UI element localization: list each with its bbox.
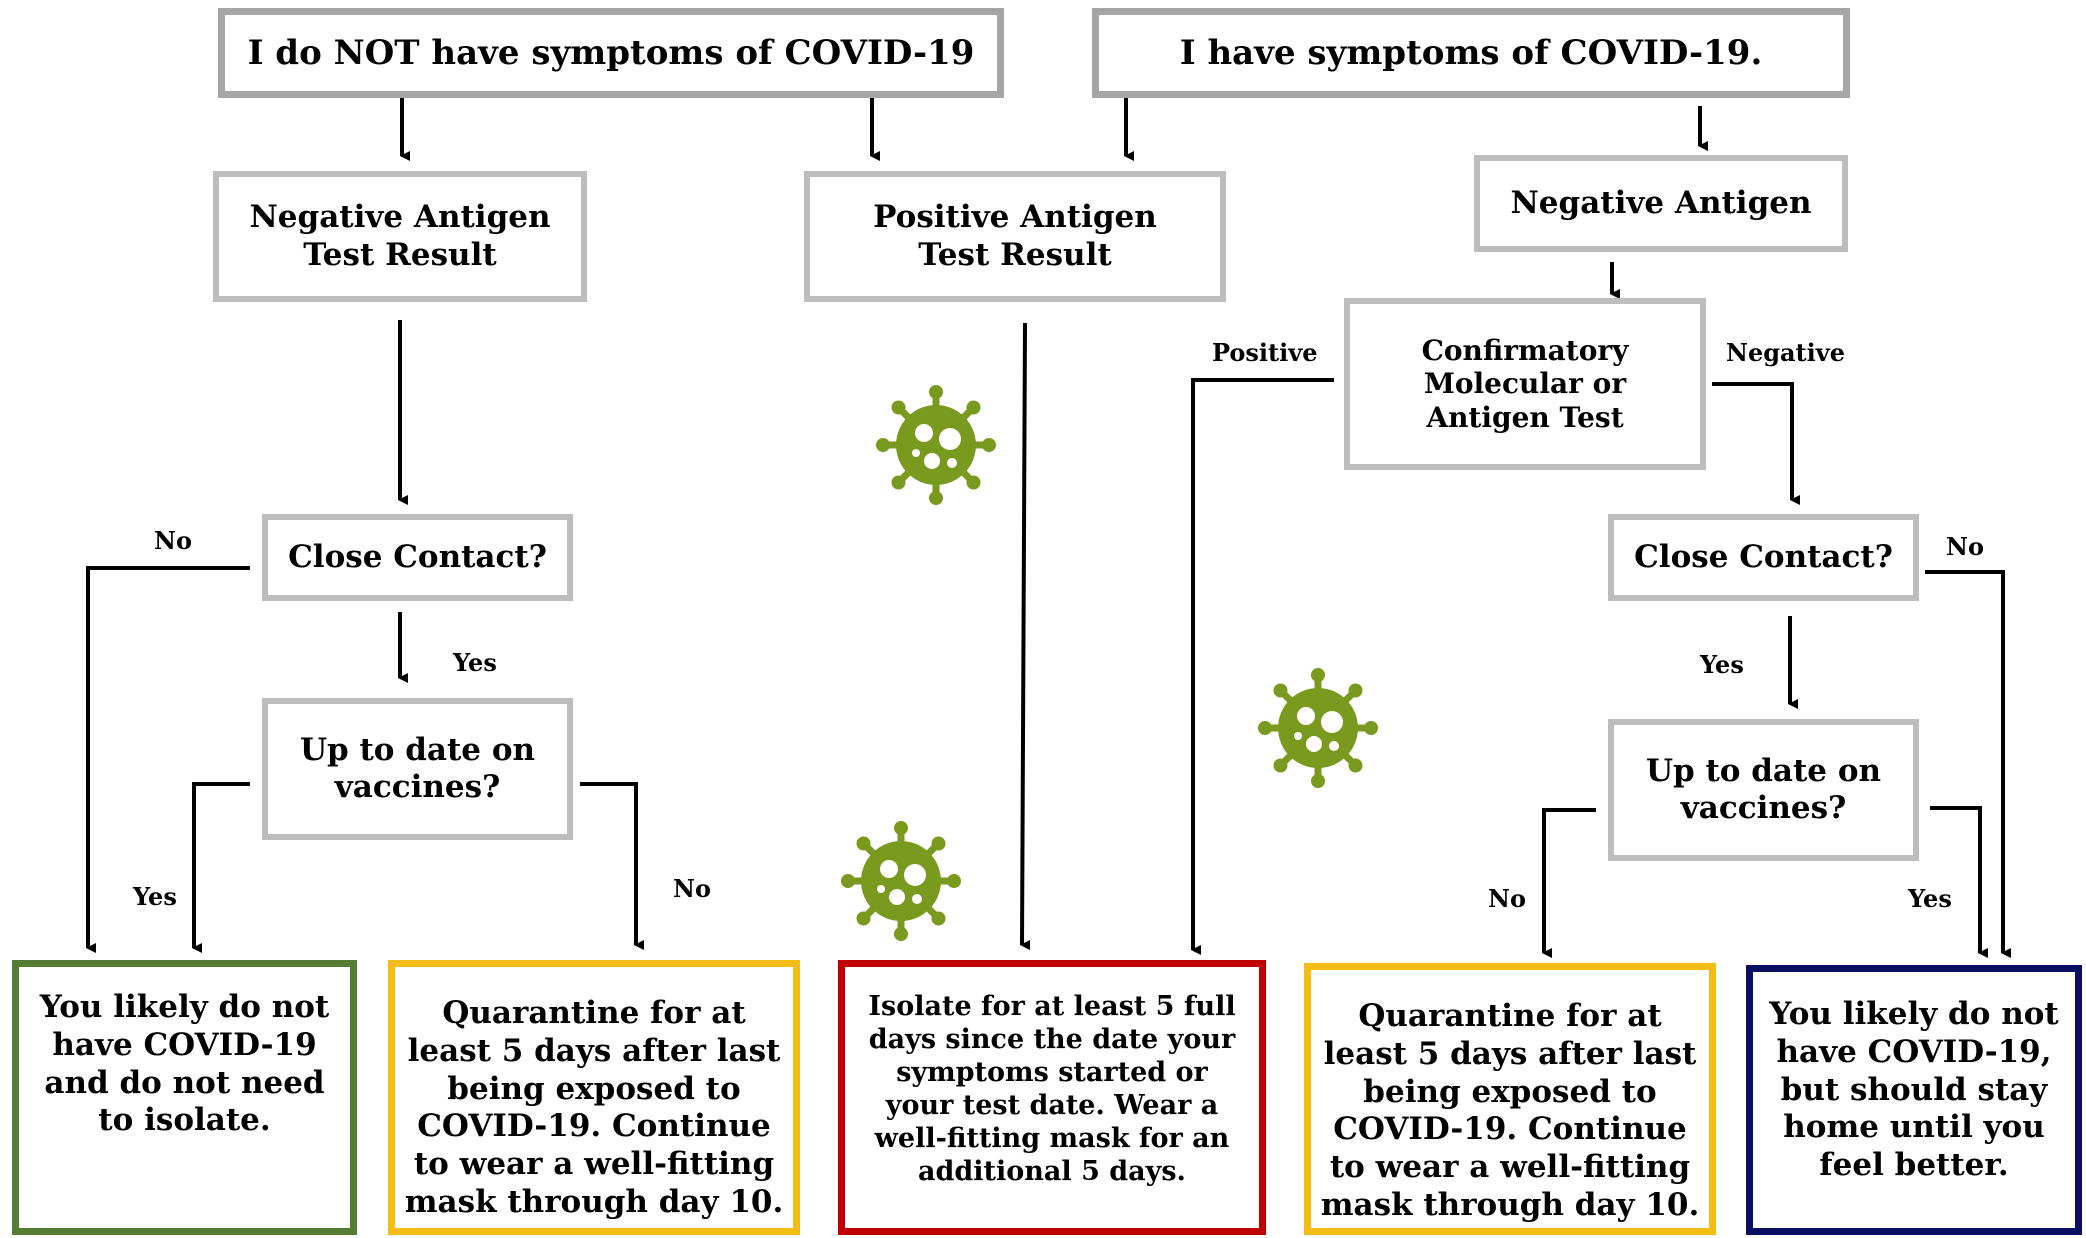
close-contact-left-box: Close Contact?	[262, 514, 573, 601]
vaccines-left-box: Up to date on vaccines?	[262, 698, 573, 840]
header-no-symptoms: I do NOT have symptoms of COVID-19	[218, 8, 1004, 98]
label-no: No	[154, 526, 192, 555]
label-yes: Yes	[1908, 884, 1952, 913]
label-yes: Yes	[453, 648, 497, 677]
label-negative: Negative	[1726, 338, 1845, 367]
outcome-likely-negative-box: You likely do not have COVID-19 and do n…	[12, 960, 357, 1235]
label-yes: Yes	[1700, 650, 1744, 679]
virus-icon	[841, 821, 961, 941]
confirmatory-test-box: Confirmatory Molecular or Antigen Test	[1344, 298, 1706, 470]
close-contact-right-box: Close Contact?	[1608, 514, 1919, 601]
positive-antigen-test-result-box: Positive Antigen Test Result	[804, 171, 1226, 302]
outcome-isolate-box: Isolate for at least 5 full days since t…	[838, 960, 1266, 1235]
negative-antigen-box: Negative Antigen	[1474, 155, 1848, 252]
vaccines-right-box: Up to date on vaccines?	[1608, 719, 1919, 861]
negative-antigen-test-result-box: Negative Antigen Test Result	[213, 171, 587, 302]
outcome-stay-home-box: You likely do not have COVID-19, but sho…	[1746, 965, 2082, 1235]
virus-icon	[1258, 668, 1378, 788]
label-yes: Yes	[133, 882, 177, 911]
label-no: No	[1946, 532, 1984, 561]
label-no: No	[1488, 884, 1526, 913]
label-no: No	[673, 874, 711, 903]
virus-icon	[876, 385, 996, 505]
label-positive: Positive	[1212, 338, 1318, 367]
outcome-quarantine-box: Quarantine for at least 5 days after las…	[388, 960, 800, 1235]
header-symptoms: I have symptoms of COVID-19.	[1092, 8, 1850, 98]
outcome-quarantine-box: Quarantine for at least 5 days after las…	[1304, 963, 1716, 1235]
